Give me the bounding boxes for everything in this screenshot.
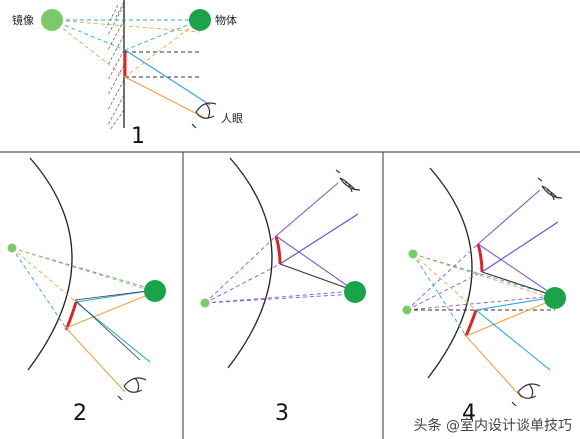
virtual-rays-4 [406,243,556,337]
panel-number-3: 3 [275,401,289,426]
object-circle-3 [344,281,366,303]
convex-mirror-arc-4 [427,167,473,379]
eye-icon-4b [511,383,541,407]
image-circle-4a [408,249,418,259]
convex-mirror-arc-3 [227,157,273,369]
eye-icon-3 [335,169,361,193]
eye-icon-4a [537,177,563,201]
real-rays-3 [275,182,359,292]
object-circle-4 [544,287,566,309]
panel-4 [402,167,566,407]
panel-number-1: 1 [131,124,145,149]
real-rays-2 [65,289,156,393]
real-rays [124,49,211,119]
mirror-reflect-segment-4b [464,309,478,337]
mirror-hatching [105,1,125,131]
image-circle [41,9,63,31]
mirror-reflect-segment-3 [274,235,282,265]
panel-1 [41,0,217,131]
real-rays-4 [465,189,559,399]
virtual-rays-2 [11,247,156,329]
image-circle-2 [7,243,17,253]
panel-dividers [0,151,580,439]
image-circle-4b [402,305,412,315]
panel-number-2: 2 [73,401,87,426]
human-eye-label: 人眼 [221,112,243,125]
mirror-reflect-segment-4a [476,243,484,273]
eye-icon [191,102,217,129]
panel-3 [200,157,366,369]
object-label: 物体 [215,14,237,27]
virtual-rays [51,19,201,78]
mirror-image-label: 镜像 [12,14,34,27]
virtual-rays-3 [204,235,356,304]
panel-2 [7,157,166,401]
watermark: 头条 @室内设计谈单技巧 [413,418,572,434]
eye-icon-2 [117,377,147,401]
panel-number-4: 4 [462,401,476,426]
object-circle-2 [144,280,166,302]
object-circle [189,9,211,31]
image-circle-3 [200,298,210,308]
convex-mirror-arc [27,157,73,371]
